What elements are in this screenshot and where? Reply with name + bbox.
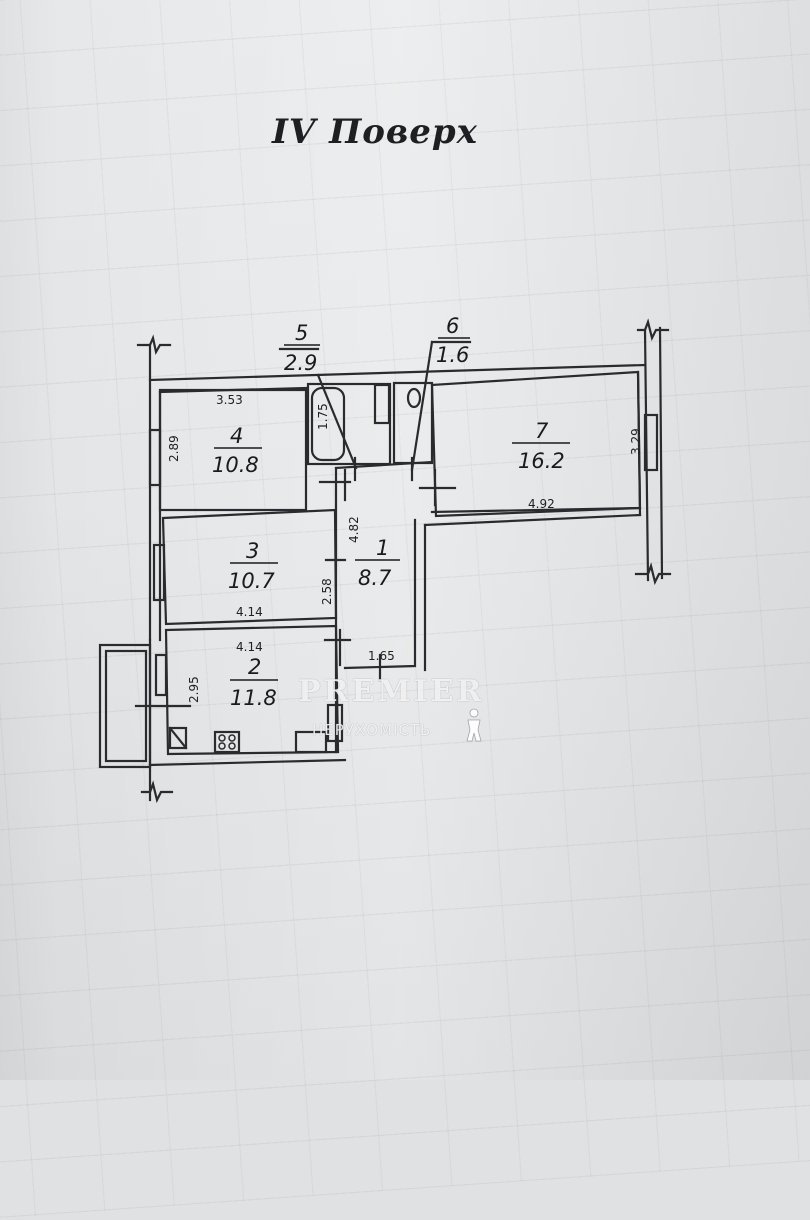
room-3-number: 3 [246,539,259,563]
sink [294,730,328,754]
vent [168,726,188,750]
dim-room4-height: 2.89 [167,435,181,462]
window-room7 [643,413,659,472]
dim-bath-height: 1.75 [316,403,330,430]
dim-room3-width: 4.14 [236,605,263,619]
dim-room4-width: 3.53 [216,393,243,407]
dim-room2-width: 4.14 [236,640,263,654]
room-3-area: 10.7 [228,569,275,593]
window-room2 [154,653,168,697]
dim-room2-height: 2.95 [187,676,201,703]
room-7-area: 16.2 [518,449,565,473]
radiator [326,703,344,743]
room-2-area: 11.8 [230,686,277,710]
paper-background [0,0,810,1080]
watermark-person-icon [466,708,482,742]
room-6-area: 1.6 [436,343,469,367]
room-1-number: 1 [376,536,389,560]
room-4-number: 4 [230,424,243,448]
watermark-subtitle: НЕРУХОМІСТЬ [312,721,432,739]
dim-hall-height: 4.82 [347,516,361,543]
dim-hall-width: 1.65 [368,649,395,663]
watermark-brand: PREMIER [298,674,485,709]
room-6-number: 6 [446,314,459,338]
dim-room3-height: 2.58 [320,578,334,605]
outer-wall-right-outer [658,326,664,580]
window-room3 [152,543,166,602]
stove [213,730,241,754]
toilet-6 [392,381,434,465]
room-7-number: 7 [535,419,549,443]
window-room4 [148,428,162,487]
floor-title: IV Поверх [272,112,478,152]
outer-wall-right [643,328,650,582]
room-5-area: 2.9 [284,351,317,375]
dim-room7-height: 3.29 [629,428,643,455]
room-4 [158,388,308,512]
room-1-area: 8.7 [358,566,392,590]
room-5-number: 5 [295,321,308,345]
room-2-number: 2 [248,655,261,679]
hall-wall-right [343,518,417,670]
dim-room7-width: 4.92 [528,497,555,511]
room-4-area: 10.8 [212,453,259,477]
room-7 [430,370,642,518]
hall-to-room7 [423,513,642,527]
floor-plan: 1 8.7 2 11.8 3 10.7 4 10.8 5 2.9 6 1.6 7… [98,314,672,804]
outer-wall-top [148,363,647,382]
room-2 [164,624,340,756]
